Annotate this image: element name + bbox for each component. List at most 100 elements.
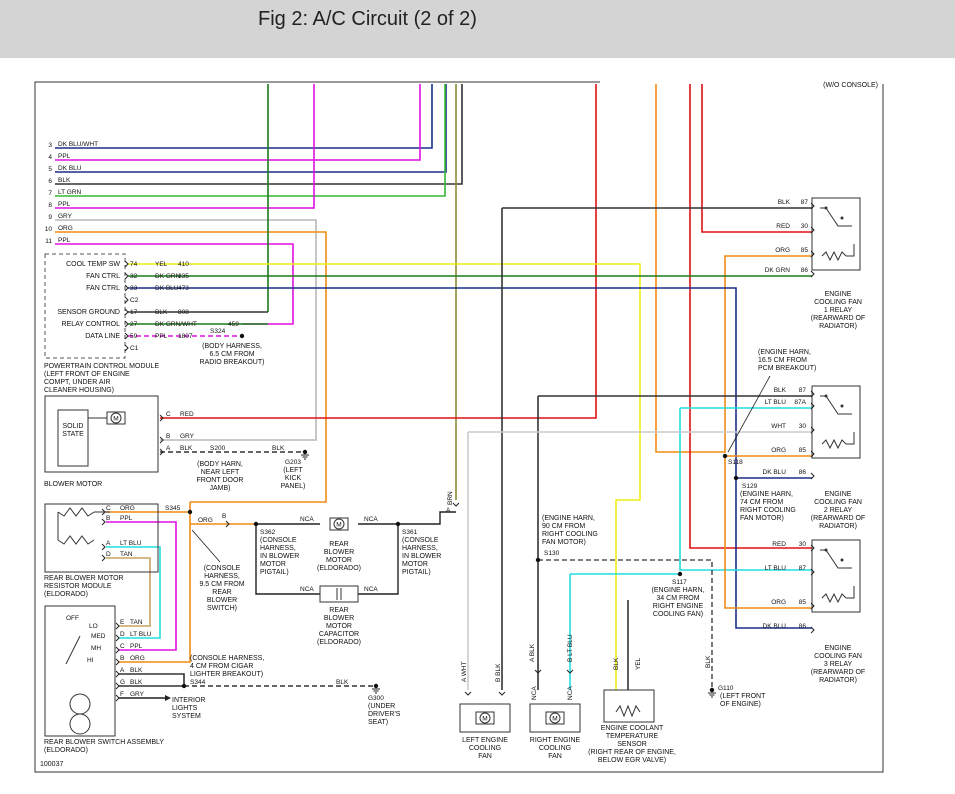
s345-dot bbox=[187, 509, 193, 515]
relay3-box bbox=[811, 539, 861, 613]
pcm-connector-chevron bbox=[124, 260, 129, 268]
pcm-circuit-number: 410 bbox=[178, 261, 189, 268]
s345-note: 9.5 CM FROM bbox=[199, 581, 244, 588]
wire-label: PPL bbox=[58, 201, 71, 208]
solid-state-box bbox=[57, 409, 89, 467]
wire-dk-blu bbox=[55, 84, 447, 173]
s362-note: MOTOR bbox=[260, 561, 286, 568]
s344-dot bbox=[181, 683, 187, 689]
blower-motor-caption: BLOWER MOTOR bbox=[44, 481, 102, 488]
rear-blower-motor-icon bbox=[333, 518, 345, 530]
s118-label: S118 bbox=[728, 459, 743, 466]
g300-note: (UNDER bbox=[368, 703, 395, 710]
wire-label: PPL bbox=[58, 237, 71, 244]
wire-lt-blu-relay3 bbox=[679, 408, 812, 571]
switch-position-label: HI bbox=[87, 657, 94, 664]
s361-note: PIGTAIL) bbox=[402, 569, 431, 576]
relay1-caption: (REARWARD OF bbox=[811, 315, 865, 322]
blower-pin: B bbox=[166, 433, 170, 440]
relay-coil-icon bbox=[846, 244, 855, 257]
s130-note: (ENGINE HARN, bbox=[542, 515, 595, 522]
interior-lights-label: LIGHTS bbox=[172, 705, 198, 712]
rear-blower-nca: NCA bbox=[300, 516, 314, 523]
s200-note: FRONT DOOR bbox=[197, 477, 244, 484]
pcm-connector-chevron bbox=[124, 272, 129, 280]
relay-contact-icon bbox=[840, 404, 844, 408]
pcm-wire-color: DK GRN bbox=[155, 273, 181, 280]
wire-label: PPL bbox=[58, 153, 71, 160]
left-fan-motor-icon bbox=[479, 712, 491, 724]
relay-contact-icon bbox=[824, 206, 828, 210]
switch-assembly-caption: REAR BLOWER SWITCH ASSEMBLY bbox=[44, 739, 164, 746]
s362-note: IN BLOWER bbox=[260, 553, 299, 560]
s129-note: (ENGINE HARN, bbox=[740, 491, 793, 498]
s117-label: S117 bbox=[672, 579, 687, 586]
relay1-caption: 1 RELAY bbox=[824, 307, 853, 314]
pcm-connector-chevron bbox=[124, 284, 129, 292]
relay1-box bbox=[811, 197, 861, 271]
pcm-pin-name: RELAY CONTROL bbox=[62, 321, 121, 328]
brn-label: BRN bbox=[447, 491, 454, 505]
relay-contact-icon bbox=[840, 558, 844, 562]
s345-note: HARNESS, bbox=[204, 573, 240, 580]
left-fan-caption: LEFT ENGINE bbox=[462, 737, 508, 744]
g203-dot bbox=[302, 449, 308, 455]
wire-red-relay1 bbox=[701, 84, 812, 233]
pcm-pin-name: DATA LINE bbox=[85, 333, 120, 340]
s118-dot bbox=[722, 453, 728, 459]
capacitor-caption: MOTOR bbox=[326, 623, 352, 630]
thermistor-icon bbox=[615, 704, 641, 718]
interior-lights-label: INTERIOR bbox=[172, 697, 205, 704]
s362-note: (CONSOLE bbox=[260, 537, 297, 544]
relay-contact-icon bbox=[840, 216, 844, 220]
wire-label: ORG bbox=[58, 225, 73, 232]
relay3-pin: 86 bbox=[799, 623, 807, 630]
coolant-sensor-caption: ENGINE COOLANT bbox=[601, 725, 664, 732]
pcm-wire-color: DK BLU bbox=[155, 285, 179, 292]
switch-position-label: MH bbox=[91, 645, 101, 652]
relay-switch-icon bbox=[820, 207, 852, 227]
s344-label: S344 bbox=[190, 679, 206, 686]
relay2-wire-color: BLK bbox=[774, 387, 787, 394]
capacitor-nca: NCA bbox=[300, 586, 314, 593]
s361-note: IN BLOWER bbox=[402, 553, 441, 560]
coolant-sensor-caption: TEMPERATURE bbox=[606, 733, 659, 740]
resistor-connector-chevron bbox=[101, 554, 106, 562]
s345-pin-b: B bbox=[222, 513, 226, 520]
relay1-pin: 85 bbox=[801, 247, 809, 254]
coolant-sensor-caption: SENSOR bbox=[617, 741, 647, 748]
relay2-caption: ENGINE bbox=[825, 491, 852, 498]
relay1-pin: 30 bbox=[801, 223, 809, 230]
rear-blower-caption: REAR bbox=[329, 541, 348, 548]
wire-red-relay3 bbox=[689, 84, 812, 549]
relay-coil-icon bbox=[846, 586, 855, 599]
wire-lt-grn bbox=[55, 84, 446, 197]
top-right-cut-label: (W/O CONSOLE) bbox=[823, 82, 878, 89]
pcm-pin-number: C1 bbox=[130, 345, 139, 352]
blower-pin: C bbox=[166, 411, 171, 418]
pcm-pin-number: C2 bbox=[130, 297, 139, 304]
relay2-wire-color: DK BLU bbox=[763, 469, 787, 476]
pcm-pin-number: 32 bbox=[130, 273, 138, 280]
relay2-connector-chevron bbox=[810, 390, 815, 398]
s361-label: S361 bbox=[402, 529, 418, 536]
g300-label: G300 bbox=[368, 695, 384, 702]
s362-note: PIGTAIL) bbox=[260, 569, 289, 576]
capacitor-caption: REAR bbox=[329, 607, 348, 614]
switch-connector-chevron bbox=[115, 670, 120, 678]
pcm-connector-chevron bbox=[124, 332, 129, 340]
left-fan-box bbox=[459, 703, 511, 733]
capacitor-caption: CAPACITOR bbox=[319, 631, 359, 638]
sensor-wire-blk: BLK bbox=[613, 657, 620, 670]
relay2-wire-color: WHT bbox=[771, 423, 786, 430]
left-fan-connector-chevron bbox=[464, 691, 472, 696]
wire-number: 9 bbox=[48, 214, 52, 221]
wire-ppl-8 bbox=[55, 84, 315, 209]
wire-label: GRY bbox=[58, 213, 73, 220]
relay1-connector-chevron bbox=[810, 250, 815, 258]
s345-leader bbox=[191, 529, 221, 563]
g203-label: G203 bbox=[285, 459, 301, 466]
s117-note: 34 CM FROM bbox=[656, 595, 699, 602]
motor-label: M bbox=[113, 416, 118, 423]
